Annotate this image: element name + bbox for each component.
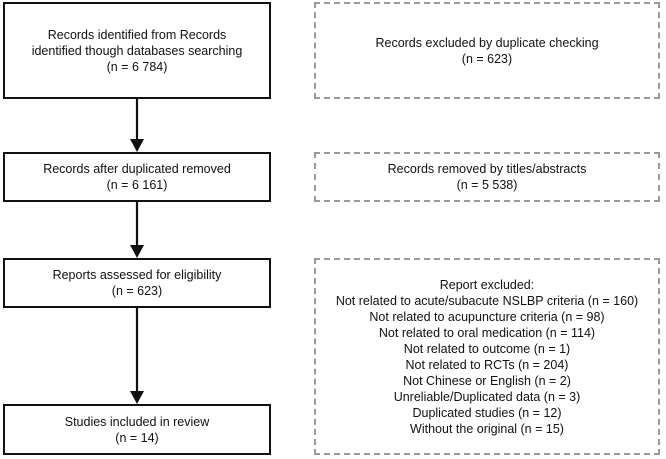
arrowhead (130, 139, 144, 152)
arrowhead (130, 391, 144, 404)
box-line: Not related to oral medication (n = 114) (378, 325, 596, 340)
box-line: Reports assessed for eligibility (52, 268, 222, 282)
duplicate-excluded-box: Records excluded by duplicate checking (… (314, 2, 660, 99)
eligibility-box: Reports assessed for eligibility (n = 62… (3, 258, 271, 308)
title-abstract-removed-box: Records removed by titles/abstracts (n =… (314, 152, 660, 202)
identified-records-box: Records identified from Records identifi… (3, 2, 271, 99)
after-duplicates-box: Records after duplicated removed (n = 6 … (3, 152, 271, 202)
box-line: Not Chinese or English (n = 2) (403, 373, 571, 388)
box-line: Not related to outcome (n = 1) (403, 341, 571, 356)
box-line: Duplicated studies (n = 12) (412, 405, 562, 420)
box-line: Records excluded by duplicate checking (375, 35, 599, 50)
included-studies-box: Studies included in review (n = 14) (3, 404, 271, 455)
box-line: (n = 14) (115, 430, 159, 445)
arrowhead (130, 245, 144, 258)
box-line: Report excluded: (439, 277, 535, 292)
box-line: identified though databases searching (31, 43, 243, 58)
box-line: Not related to acute/subacute NSLBP crit… (335, 293, 639, 308)
box-line: Records after duplicated removed (43, 162, 231, 176)
report-excluded-box: Report excluded: Not related to acute/su… (314, 258, 660, 455)
box-line: Unreliable/Duplicated data (n = 3) (393, 389, 581, 404)
box-line: Not related to acupuncture criteria (n =… (369, 309, 605, 324)
box-line: (n = 5 538) (456, 178, 518, 192)
box-line: (n = 6 784) (106, 59, 168, 74)
box-line: Not related to RCTs (n = 204) (405, 357, 569, 372)
box-line: Without the original (n = 15) (410, 421, 564, 436)
box-line: (n = 623) (111, 284, 163, 298)
box-line: Studies included in review (64, 414, 210, 429)
box-line: (n = 6 161) (106, 178, 168, 192)
box-line: Records identified from Records (47, 27, 227, 42)
box-line: Records removed by titles/abstracts (387, 162, 587, 176)
box-line: (n = 623) (461, 51, 513, 66)
